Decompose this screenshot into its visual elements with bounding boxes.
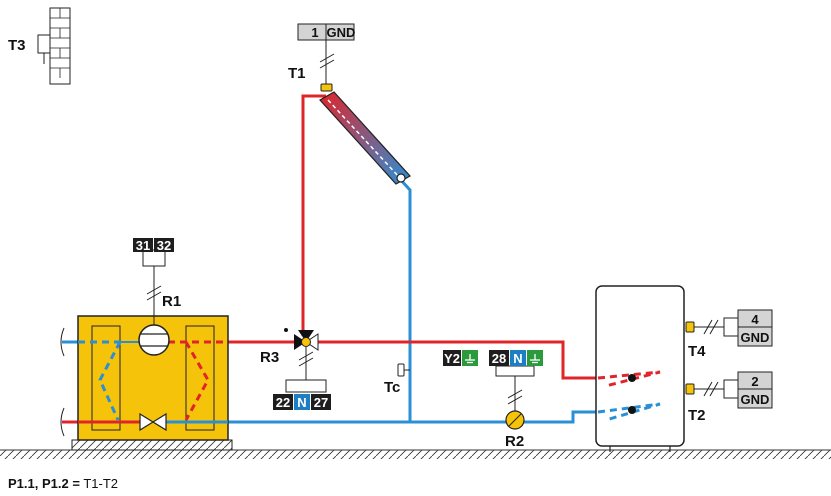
pipe-collector-supply	[301, 94, 326, 336]
solar-collector	[319, 91, 411, 185]
outdoor-sensor-t3	[37, 7, 71, 85]
storage-tank	[595, 285, 685, 452]
sensor-tc	[397, 363, 410, 377]
terminal-r3: 22 N 27	[273, 394, 331, 410]
terminal-r2-y: Y2	[444, 351, 460, 366]
parameter-note-key: P1.1, P1.2 =	[8, 476, 80, 491]
terminal-r3-n: N	[297, 395, 306, 410]
terminal-r1-b: 32	[157, 238, 171, 253]
parameter-note: P1.1, P1.2 = T1-T2	[8, 476, 118, 491]
terminal-t4-num: 4	[751, 312, 759, 327]
valve-r3	[284, 328, 327, 393]
terminal-r2-n: N	[513, 351, 522, 366]
pipe-cold-return	[228, 410, 598, 424]
sensor-t1	[319, 40, 335, 92]
pipe-tank-supply	[316, 340, 598, 380]
label-t2: T2	[688, 407, 706, 424]
terminal-t2-gnd: GND	[741, 392, 770, 407]
terminal-r2: Y2 28 N	[443, 350, 543, 366]
parameter-note-value: T1-T2	[83, 476, 118, 491]
boiler	[71, 315, 233, 451]
pump-r1	[138, 266, 170, 356]
terminal-t4: 4 GND	[723, 309, 773, 347]
terminal-t4-gnd: GND	[741, 330, 770, 345]
terminal-r1-a: 31	[136, 238, 150, 253]
label-r3: R3	[260, 349, 279, 366]
terminal-r3-a: 22	[276, 395, 290, 410]
label-r1: R1	[162, 293, 181, 310]
label-t4: T4	[688, 343, 706, 360]
label-r2: R2	[505, 433, 524, 450]
label-t1: T1	[288, 65, 306, 82]
terminal-t2: 2 GND	[723, 371, 773, 409]
pump-r2	[495, 365, 535, 430]
terminal-r3-b: 27	[314, 395, 328, 410]
terminal-t1-gnd: GND	[327, 25, 356, 40]
terminal-r1: 31 32	[133, 238, 174, 267]
ground-symbol-icon	[465, 354, 475, 364]
pipe-collector-return	[397, 176, 412, 422]
terminal-r2-num: 28	[492, 351, 506, 366]
terminal-t1: 1 GND	[297, 23, 356, 41]
ground	[0, 449, 831, 459]
terminal-t1-num: 1	[311, 25, 318, 40]
label-t3: T3	[8, 37, 26, 54]
valve-boiler	[139, 412, 167, 432]
terminal-t2-num: 2	[751, 374, 758, 389]
ground-symbol-icon	[530, 354, 540, 364]
label-tc: Tc	[384, 379, 400, 396]
